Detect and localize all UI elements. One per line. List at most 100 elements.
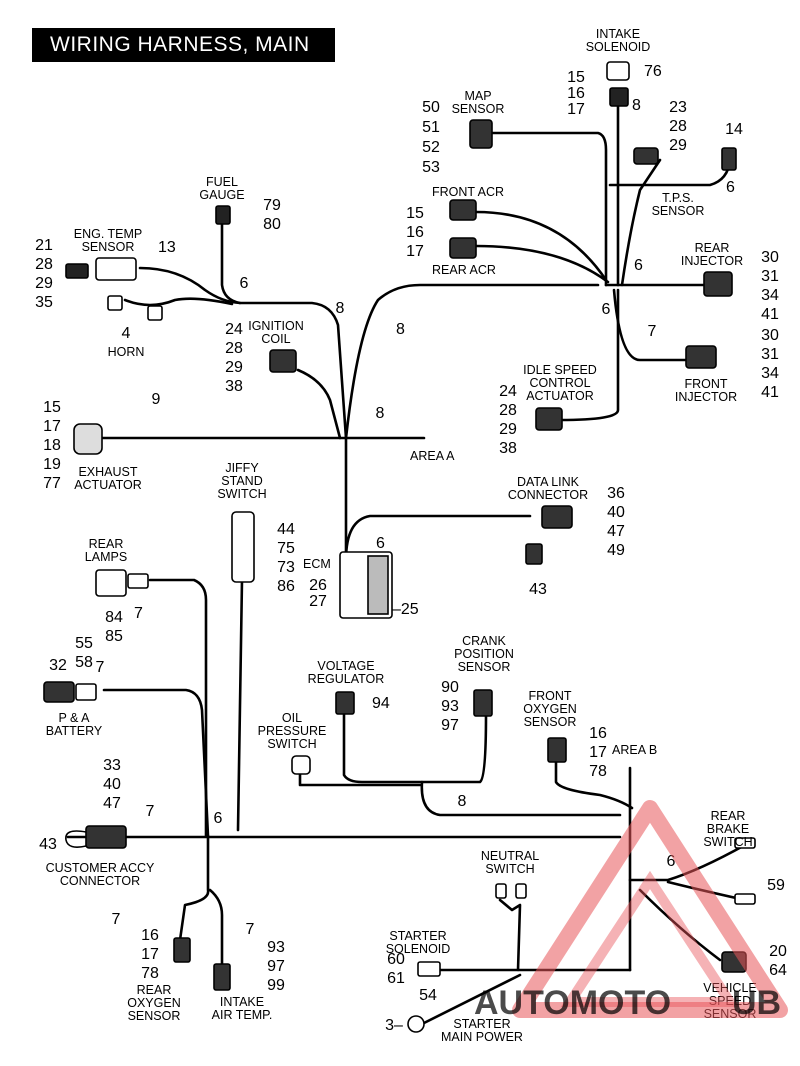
starter-solenoid-connector <box>417 961 441 977</box>
wire-horn <box>123 297 234 307</box>
callouts-junction-6-b: 6 <box>602 301 611 318</box>
wire-idle <box>558 288 620 422</box>
rear-lamps-connector <box>95 569 149 597</box>
neutral-switch-terminals <box>495 883 527 899</box>
wire-front-o2 <box>554 758 634 810</box>
wire-iat <box>208 888 224 967</box>
wire-front-inj <box>612 288 692 362</box>
starter-main-power-ring <box>407 1015 425 1033</box>
watermark-text-a: AUTOMOTO <box>474 984 671 1022</box>
callouts-battery-7: 7 <box>96 659 105 676</box>
callouts-junction-6-fuel: 6 <box>240 275 249 292</box>
jiffy-stand-switch <box>231 511 255 583</box>
callouts-horn-4: 4 <box>122 325 131 342</box>
rear-oxygen-connector <box>173 937 191 963</box>
harness-wires <box>66 98 747 1027</box>
ecm-module <box>339 551 393 619</box>
wire-crank-loop <box>420 780 622 817</box>
callouts-eng-temp-13: 13 <box>158 239 176 256</box>
wire-jiffy <box>236 578 244 832</box>
acr-connectors <box>449 199 477 259</box>
page-title: WIRING HARNESS, MAIN <box>50 33 310 56</box>
callouts-tps-6: 6 <box>726 179 735 196</box>
wire-rear-lamps <box>148 578 208 838</box>
map-sensor-connector <box>469 119 493 149</box>
wire-eng-temp <box>138 266 242 305</box>
battery-connector <box>43 681 97 703</box>
title-banner <box>32 28 335 62</box>
intake-solenoid-connector <box>606 61 630 107</box>
voltage-regulator-connector <box>335 691 355 715</box>
horn-connectors <box>107 295 163 321</box>
callouts-front-inj-7: 7 <box>648 323 657 340</box>
callouts-tps-14: 14 <box>725 121 743 138</box>
wire-front-acr <box>474 210 608 282</box>
labels-ecm: ECM <box>303 557 331 571</box>
callouts-clip-9: 9 <box>152 391 161 408</box>
callouts-ecm-6: 6 <box>376 535 385 552</box>
wire-tps-b <box>608 158 732 187</box>
eng-temp-sensor <box>65 257 137 281</box>
fuel-gauge-connector <box>215 205 231 225</box>
front-oxygen-connector <box>547 737 567 763</box>
callouts-intake-solenoid-76: 76 <box>644 63 662 80</box>
watermark-triangle-inner <box>560 870 740 1007</box>
labels-area-b: AREA B <box>612 743 657 757</box>
wire-main-lower <box>178 834 210 942</box>
wire-main-power <box>418 973 522 1027</box>
intake-air-temp-connector <box>213 963 231 991</box>
wire-neutral <box>498 898 522 972</box>
crank-position-connector <box>473 689 493 717</box>
watermark-triangle-outer <box>512 800 788 1018</box>
callouts-junction-6-a: 6 <box>634 257 643 274</box>
exhaust-actuator <box>73 423 103 455</box>
data-link-connector <box>525 505 573 565</box>
callouts-clip-8-left: 8 <box>336 300 345 317</box>
wire-upper-branch <box>344 283 600 440</box>
wire-battery <box>102 688 210 838</box>
callouts-main-power-54: 54 <box>419 987 437 1004</box>
labels-tps-sensor: T.P.S.SENSOR <box>652 191 705 218</box>
rear-brake-switch-leads <box>734 837 756 905</box>
customer-accy-connector <box>65 825 127 849</box>
labels-front-acr: FRONT ACR <box>432 185 504 199</box>
wire-fuel-gauge <box>220 218 348 440</box>
callouts-data-link-43: 43 <box>529 581 547 598</box>
tps-connectors <box>633 147 737 171</box>
wire-map <box>488 131 608 287</box>
